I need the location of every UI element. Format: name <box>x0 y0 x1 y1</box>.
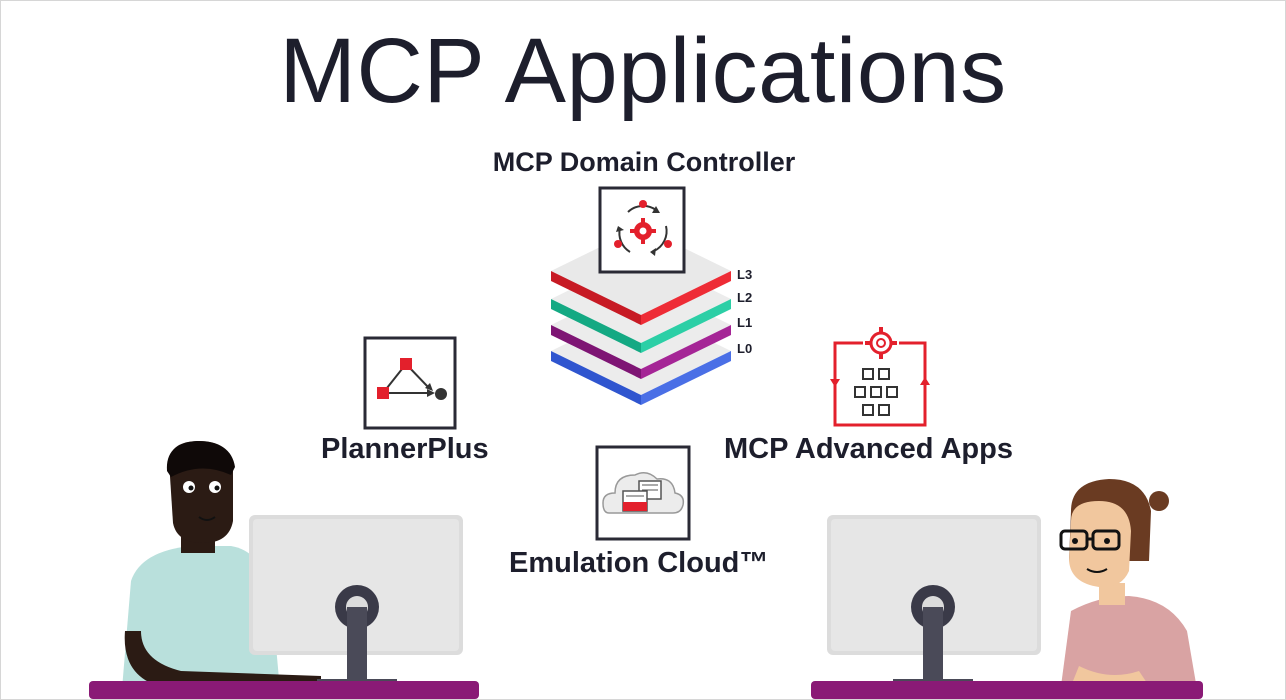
domain-controller-label: MCP Domain Controller <box>492 147 796 177</box>
layer-label-l2: L2 <box>737 290 752 305</box>
layer-label-l1: L1 <box>737 315 752 330</box>
advanced-apps-label: MCP Advanced Apps <box>724 433 1013 465</box>
app-grid-gear-icon <box>830 327 930 427</box>
person-left-illustration <box>89 441 479 699</box>
layer-label-l0: L0 <box>737 341 752 356</box>
layer-label-l3: L3 <box>737 267 752 282</box>
network-path-icon <box>363 336 457 430</box>
person-right-illustration <box>811 479 1203 699</box>
cloud-windows-icon <box>595 445 691 541</box>
page-title: MCP Applications <box>279 20 1007 122</box>
emulation-cloud-label: Emulation Cloud™ <box>509 547 769 579</box>
plannerplus-label: PlannerPlus <box>321 433 489 465</box>
gear-cycle-icon <box>598 186 686 274</box>
